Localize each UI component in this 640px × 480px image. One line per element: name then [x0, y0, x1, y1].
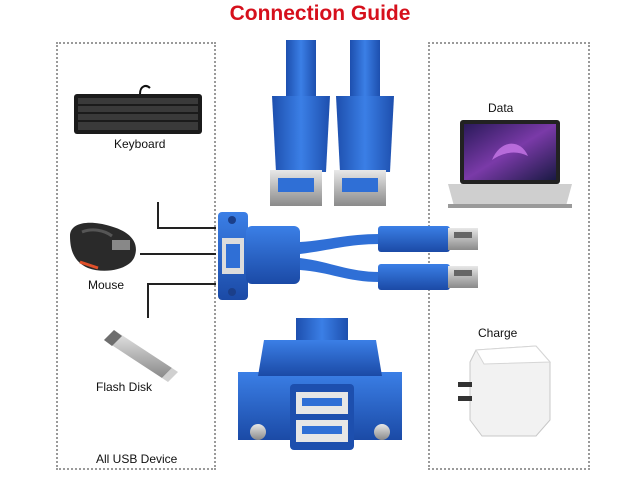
dual-port-panel-mount — [238, 318, 402, 450]
keyboard-icon — [74, 85, 202, 134]
flash-disk-icon — [104, 330, 178, 382]
data-label: Data — [488, 101, 514, 115]
laptop-icon — [448, 120, 572, 208]
connector-lines — [140, 202, 216, 318]
mouse-label: Mouse — [88, 278, 125, 292]
charger-icon — [458, 345, 552, 437]
mouse-icon — [70, 222, 136, 271]
right-device-panel — [428, 42, 590, 470]
all-usb-device-label: All USB Device — [96, 452, 178, 466]
flash-disk-label: Flash Disk — [96, 380, 153, 394]
top-usb-plugs — [270, 40, 394, 206]
left-device-panel — [56, 42, 216, 470]
page-title: Connection Guide — [229, 2, 411, 25]
split-cable-connector — [218, 212, 478, 300]
keyboard-label: Keyboard — [114, 137, 166, 151]
charge-label: Charge — [478, 326, 518, 340]
